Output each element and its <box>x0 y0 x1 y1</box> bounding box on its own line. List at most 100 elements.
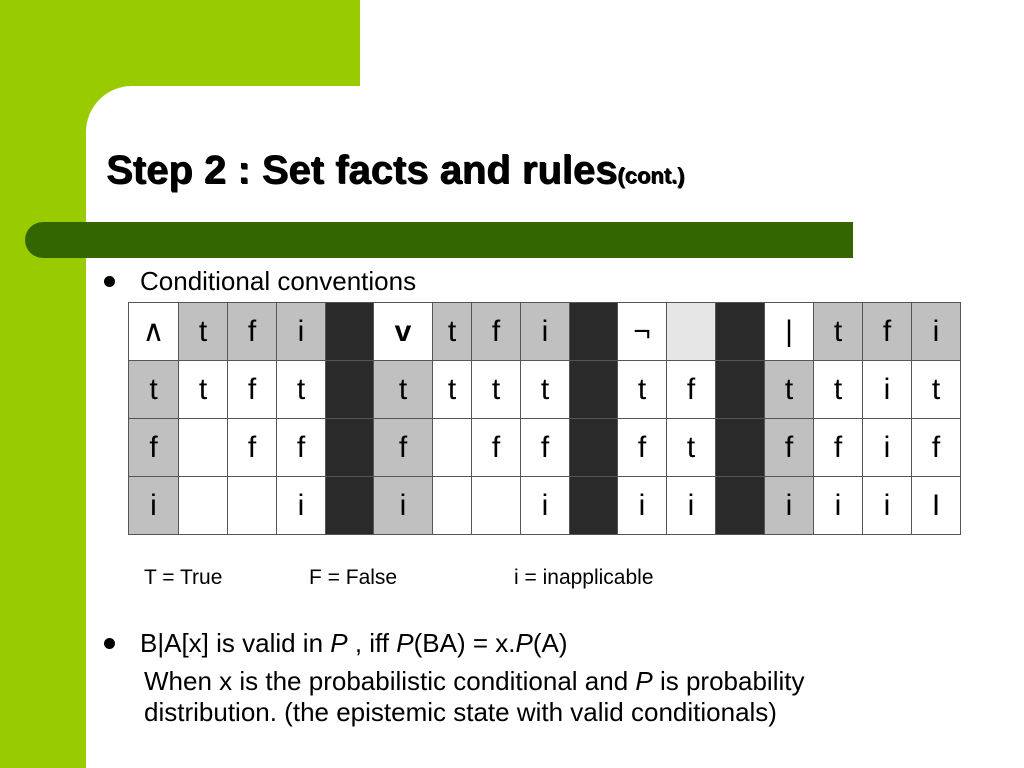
separator-cell <box>569 360 618 419</box>
title-underline-bar <box>25 222 853 258</box>
slide-title: Step 2 : Set facts and rules(cont.) <box>106 148 684 193</box>
bullet-validity: B|A[x] is valid in P , iff P(BA) = x.P(A… <box>104 628 567 658</box>
text-span: B|A[x] is valid in <box>140 628 331 658</box>
table-row: i i i i i i i i i I <box>128 476 961 535</box>
cell: i <box>617 476 667 535</box>
cell: t <box>666 418 716 477</box>
cell: t <box>764 360 814 419</box>
separator-cell <box>325 476 374 535</box>
title-small: (cont.) <box>617 163 685 188</box>
separator-cell <box>569 302 618 361</box>
cell: f <box>471 302 521 361</box>
cell: f <box>813 418 863 477</box>
cell: t <box>813 302 863 361</box>
cell: i <box>764 476 814 535</box>
separator-cell <box>569 418 618 477</box>
cell: i <box>276 476 326 535</box>
text-span: (BA) = x. <box>413 628 516 658</box>
cell: i <box>862 360 912 419</box>
cell: t <box>911 360 961 419</box>
title-main: Step 2 : Set facts and rules <box>106 148 618 192</box>
cell <box>471 476 521 535</box>
cell <box>178 418 228 477</box>
cell: t <box>813 360 863 419</box>
cell: I <box>911 476 961 535</box>
cell: f <box>227 418 277 477</box>
cell: f <box>666 360 716 419</box>
legend-false: F = False <box>309 566 398 589</box>
cell: f <box>617 418 667 477</box>
prob-symbol: P <box>330 628 348 658</box>
text-span: , iff <box>347 628 397 658</box>
cell: t <box>276 360 326 419</box>
cell: t <box>520 360 570 419</box>
cell: f <box>227 360 277 419</box>
cell: t <box>178 302 228 361</box>
cell: f <box>862 302 912 361</box>
bullet-text: B|A[x] is valid in P , iff P(BA) = x.P(A… <box>140 628 567 658</box>
cell: f <box>227 302 277 361</box>
cell: i <box>128 476 179 535</box>
sub-text-line2: distribution. (the epistemic state with … <box>144 697 777 727</box>
prob-symbol: P <box>635 666 653 696</box>
bullet-dot-icon <box>104 638 115 649</box>
bullet-conditional-conventions: Conditional conventions <box>104 266 416 296</box>
cell <box>432 418 472 477</box>
prob-symbol: P <box>396 628 414 658</box>
bullet-dot-icon <box>104 276 115 287</box>
background-white-top <box>360 0 1024 90</box>
cell: i <box>911 302 961 361</box>
cell: i <box>373 476 433 535</box>
cell-conditional-operator: | <box>764 302 814 361</box>
cell: i <box>862 418 912 477</box>
cell: i <box>520 476 570 535</box>
separator-cell <box>325 302 374 361</box>
sub-text-line1: When x is the probabilistic conditional … <box>144 666 804 696</box>
table-row: ∧ t f i v t f i ¬ | t f i <box>128 302 961 361</box>
text-span: When x is the probabilistic conditional … <box>144 666 636 696</box>
cell: t <box>432 302 472 361</box>
cell: i <box>862 476 912 535</box>
truth-table: ∧ t f i v t f i ¬ | t f i t t f t t t t … <box>128 302 961 535</box>
cell-or-operator: v <box>373 302 433 361</box>
separator-cell <box>569 476 618 535</box>
legend-true: T = True <box>144 566 223 589</box>
table-row: t t f t t t t t t f t t i t <box>128 360 961 419</box>
bullet-text: Conditional conventions <box>140 266 417 296</box>
separator-cell <box>715 476 765 535</box>
cell-not-operator: ¬ <box>617 302 667 361</box>
separator-cell <box>715 302 765 361</box>
cell: f <box>471 418 521 477</box>
cell: t <box>128 360 179 419</box>
prob-symbol: P <box>515 628 533 658</box>
separator-cell <box>715 360 765 419</box>
cell: t <box>432 360 472 419</box>
cell: f <box>520 418 570 477</box>
text-span: is probability <box>652 666 805 696</box>
cell: i <box>813 476 863 535</box>
cell: f <box>373 418 433 477</box>
cell: i <box>520 302 570 361</box>
cell: i <box>666 476 716 535</box>
cell <box>666 302 716 361</box>
cell: t <box>178 360 228 419</box>
cell: f <box>128 418 179 477</box>
separator-cell <box>325 418 374 477</box>
cell <box>178 476 228 535</box>
separator-cell <box>325 360 374 419</box>
separator-cell <box>715 418 765 477</box>
table-row: f f f f f f f t f f i f <box>128 418 961 477</box>
cell: t <box>617 360 667 419</box>
cell: i <box>276 302 326 361</box>
cell: t <box>373 360 433 419</box>
background-green-top <box>0 0 360 88</box>
cell: t <box>471 360 521 419</box>
cell: f <box>764 418 814 477</box>
cell: f <box>911 418 961 477</box>
cell-and-operator: ∧ <box>128 302 179 361</box>
legend-inapplicable: i = inapplicable <box>514 566 654 589</box>
cell <box>227 476 277 535</box>
text-span: (A) <box>532 628 568 658</box>
cell <box>432 476 472 535</box>
cell: f <box>276 418 326 477</box>
